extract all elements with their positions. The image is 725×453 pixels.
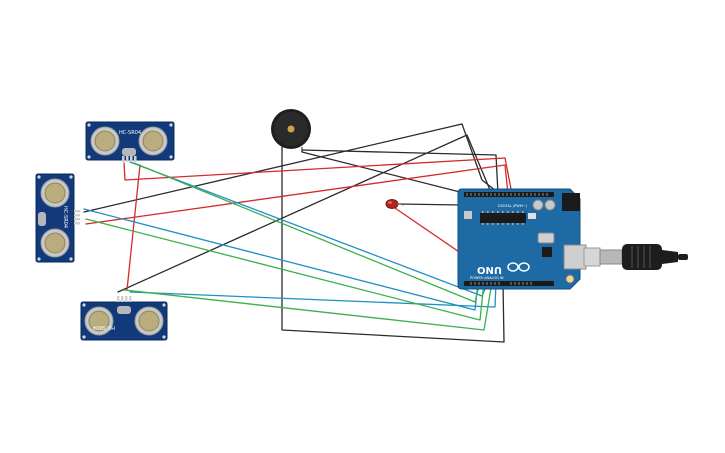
arduino-infinity-icon bbox=[507, 262, 530, 272]
wire-black[interactable] bbox=[397, 203, 463, 206]
wire-black[interactable] bbox=[83, 123, 501, 213]
ultrasonic-sensor-bottom[interactable]: HC-SR04 bbox=[80, 296, 168, 341]
wire-black[interactable] bbox=[281, 146, 505, 343]
ultrasonic-sensor-left[interactable]: HC-SR04 bbox=[35, 173, 80, 263]
wire-green[interactable] bbox=[123, 281, 493, 331]
sensor-label: HC-SR04 bbox=[119, 130, 141, 136]
red-led-icon[interactable] bbox=[385, 199, 405, 209]
sensor-label: HC-SR04 bbox=[93, 324, 115, 330]
digital-header-label: DIGITAL (PWM~) bbox=[498, 204, 528, 208]
analog-header bbox=[464, 281, 554, 286]
analog-header-label: POWER ANALOG IN bbox=[470, 276, 504, 280]
wire-black[interactable] bbox=[117, 134, 491, 293]
wire-red[interactable] bbox=[123, 157, 513, 195]
sensor-label: HC-SR04 bbox=[62, 206, 68, 228]
microcontroller-chip bbox=[480, 213, 526, 223]
arduino-uno-board[interactable]: DIGITAL (PWM~) UNO bbox=[457, 188, 587, 290]
wires bbox=[83, 123, 513, 343]
wire-black[interactable] bbox=[301, 149, 499, 195]
board-model-label: UNO bbox=[477, 264, 502, 275]
digital-header bbox=[464, 192, 554, 197]
wire-red[interactable] bbox=[85, 164, 509, 225]
wire-green[interactable] bbox=[85, 218, 485, 321]
ultrasonic-sensor-top[interactable]: HC-SR04 bbox=[85, 121, 175, 162]
piezo-buzzer-icon[interactable] bbox=[271, 109, 311, 152]
wire-red[interactable] bbox=[126, 164, 141, 291]
usb-cable-icon[interactable] bbox=[583, 244, 688, 270]
wire-blue[interactable] bbox=[129, 281, 497, 308]
reset-button[interactable] bbox=[565, 274, 575, 284]
power-jack bbox=[562, 193, 580, 211]
usb-port bbox=[563, 244, 587, 270]
